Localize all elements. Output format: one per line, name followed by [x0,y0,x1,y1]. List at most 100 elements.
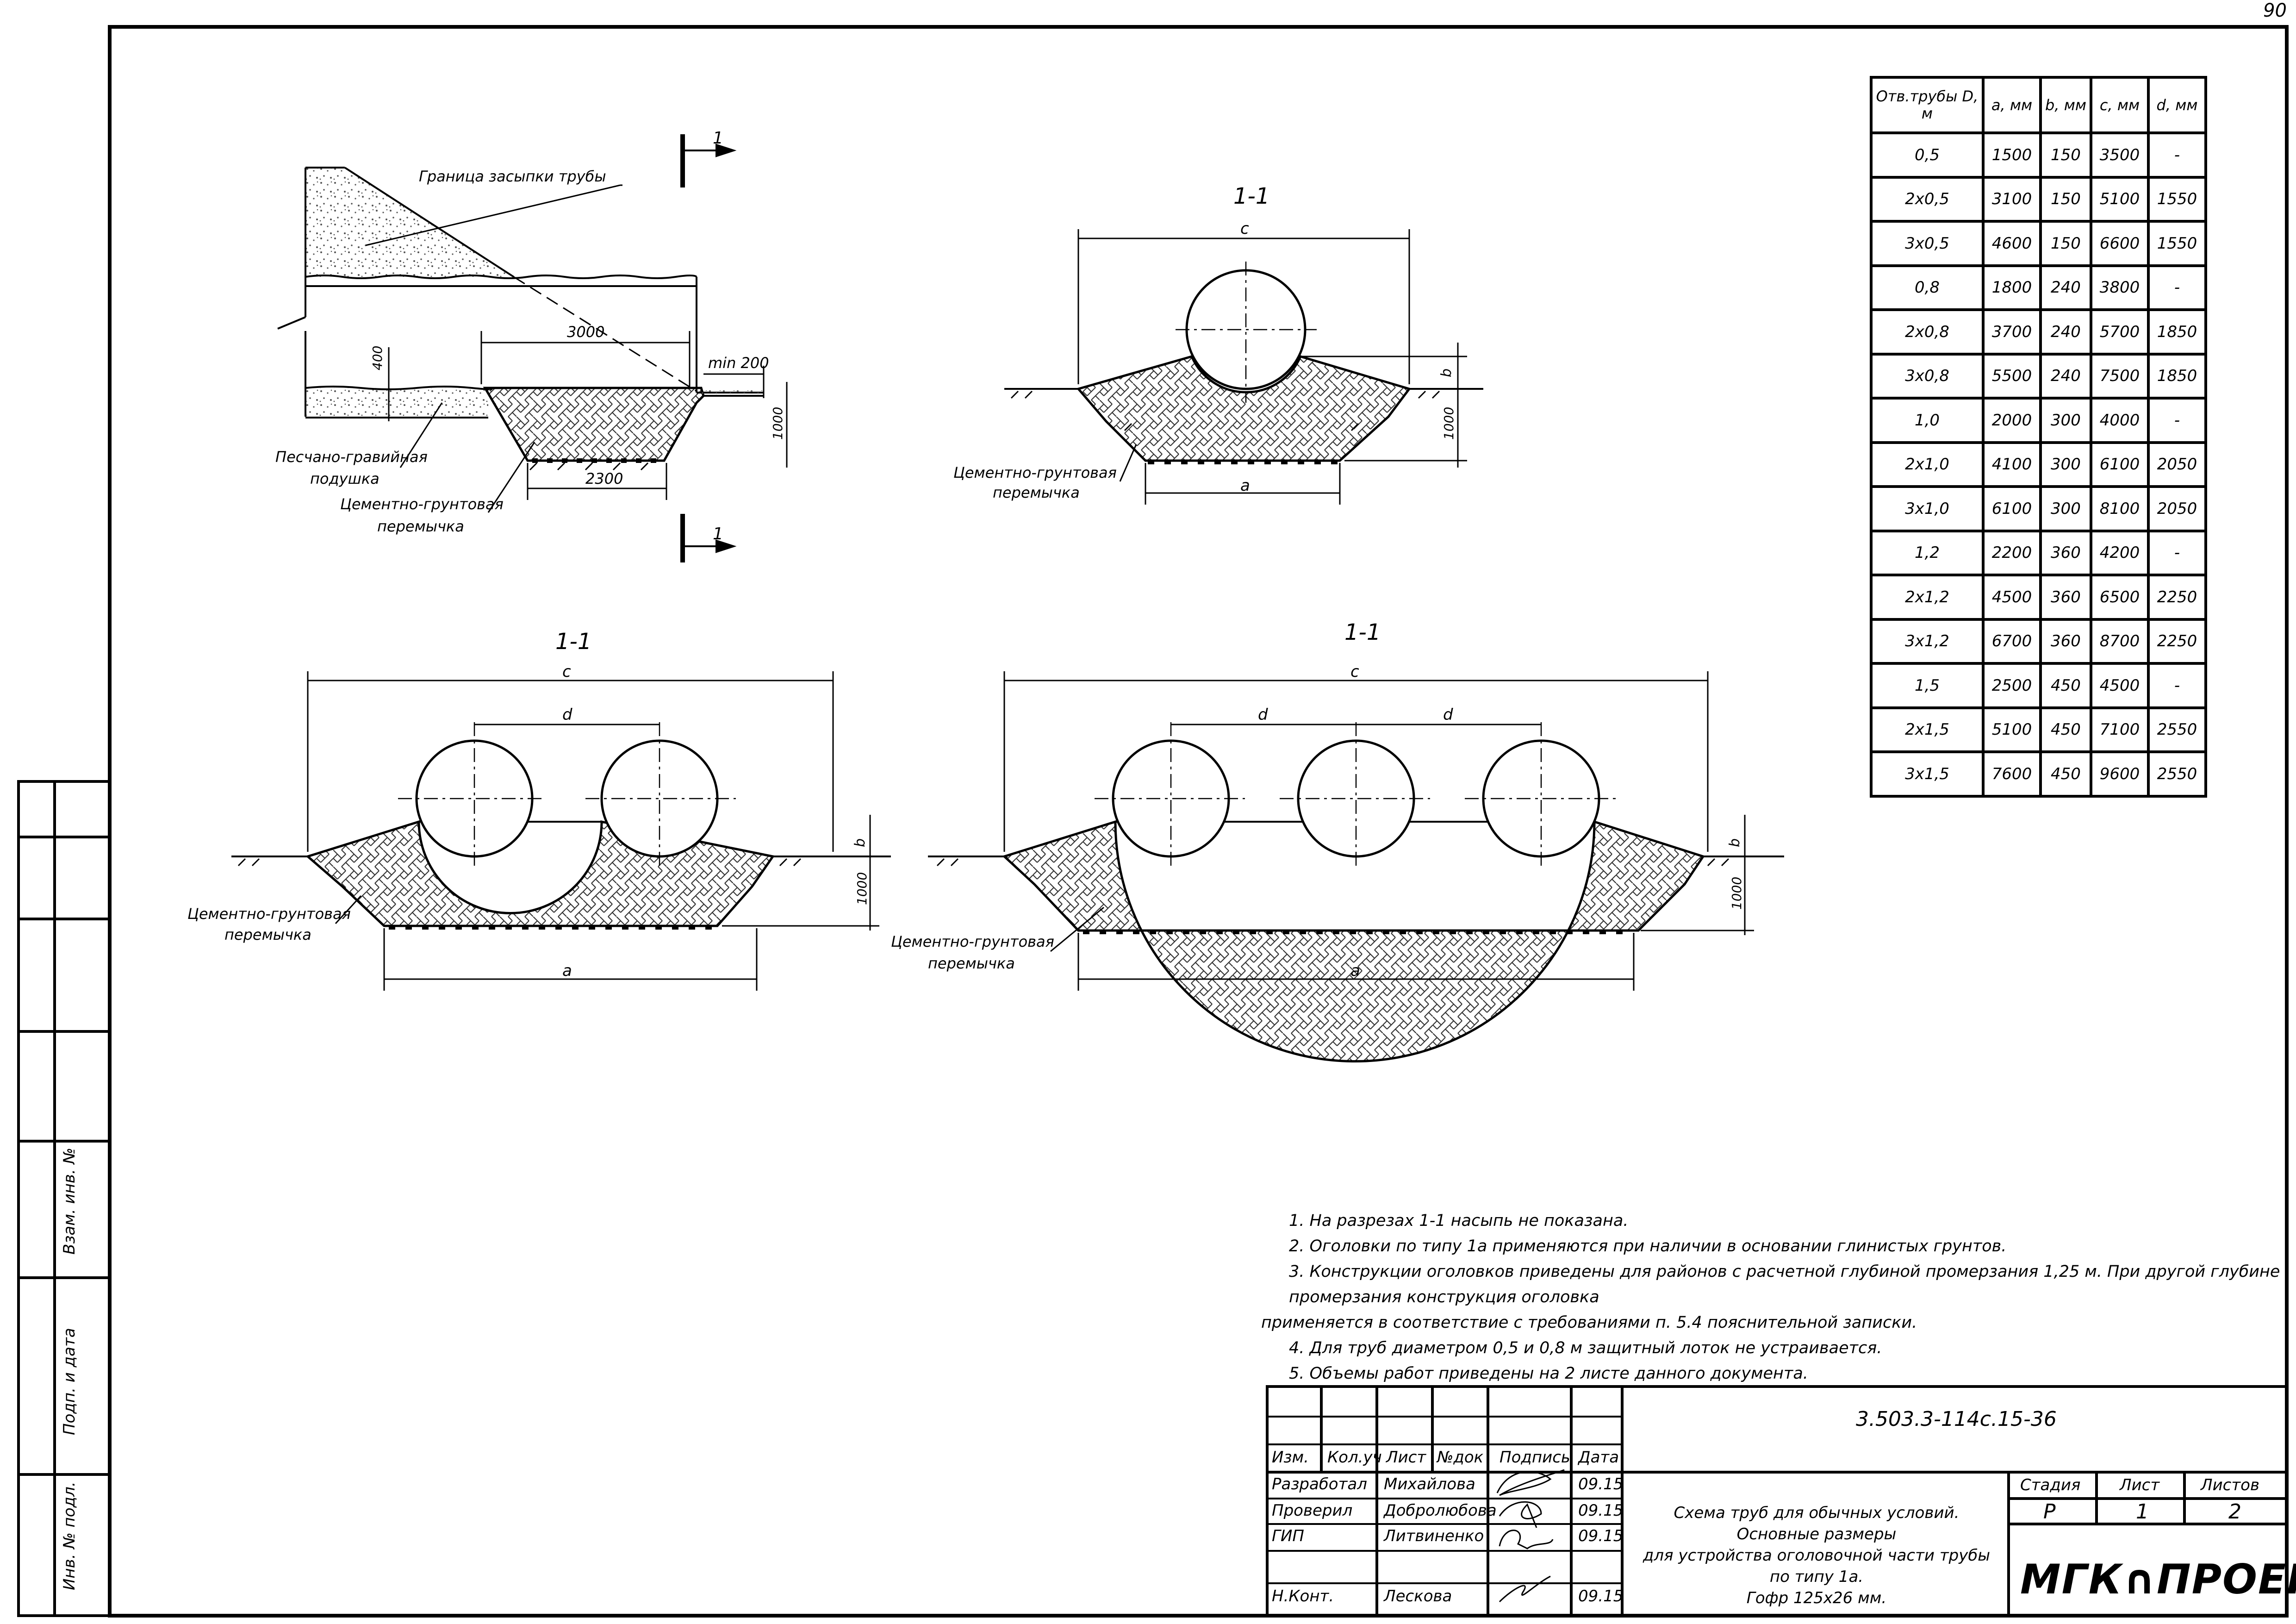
table-cell: 1,5 [1870,662,1985,709]
role-4: Н.Конт. [1272,1587,1334,1605]
table-cell: 6100 [2090,441,2150,488]
table-cell: 450 [2039,750,2092,798]
hdr-ndok: №док [1437,1448,1484,1467]
table-cell: 6600 [2090,220,2150,267]
cem-label-2c: перемычка [224,926,311,943]
section-title-3: 1-1 [1344,619,1381,645]
table-cell: 9600 [2090,750,2150,798]
table-cell: 4200 [2090,529,2150,576]
drawing-description: Схема труб для обычных условий. Основные… [1634,1502,1999,1609]
dim-min200: min 200 [708,354,769,372]
role-2: Проверил [1272,1501,1353,1520]
dim-c-1: c [1240,219,1249,238]
table-cell: 300 [2039,485,2092,532]
table-cell: 2500 [1982,662,2042,709]
table-cell: 4600 [1982,220,2042,267]
table-cell: 2250 [2147,574,2207,621]
table-cell: 150 [2039,131,2092,179]
sand-label-1: Песчано-гравийная [275,448,428,466]
table-cell: 1850 [2147,352,2207,400]
dim-1000-b: 1000 [1441,407,1456,440]
table-cell: 4100 [1982,441,2042,488]
company-logo: МГК∩ПРОЕКТ [2020,1555,2296,1603]
dim-2300: 2300 [585,470,623,487]
dimensions-table: Отв.трубы D, м a, мм b, мм c, мм d, мм 0… [1870,76,2207,798]
table-cell: 150 [2039,175,2092,223]
cem-label-2b: перемычка [993,484,1080,501]
dim-c-2: c [562,662,571,681]
document-code: 3.503.3-114с.15-36 [1856,1407,2057,1431]
dim-b-1: b [1438,369,1455,377]
table-cell: 3100 [1982,175,2042,223]
table-cell: 3х1,5 [1870,750,1985,798]
sheets-label: Листов [2201,1476,2260,1494]
table-cell: - [2147,264,2207,311]
note-2: 2. Оголовки по типу 1а применяются при н… [1289,1237,2007,1255]
table-cell: 360 [2039,618,2092,665]
section-single [1004,229,1483,505]
dim-400: 400 [370,346,385,370]
hdr-sign: Подпись [1500,1448,1570,1467]
table-cell: 8700 [2090,618,2150,665]
cem-label-1d: Цементно-грунтовая [891,933,1054,950]
table-cell: 6100 [1982,485,2042,532]
dim-a-1: a [1240,476,1250,495]
dim-b-3: b [1727,838,1743,847]
table-cell: 300 [2039,441,2092,488]
table-cell: 240 [2039,352,2092,400]
section-triple [928,671,1784,1062]
table-cell: 2х1,2 [1870,574,1985,621]
col-header: Отв.трубы D, м [1870,76,1985,134]
date-3: 09.15 [1578,1527,1624,1545]
table-cell: 7500 [2090,352,2150,400]
dim-d-3b: d [1443,706,1453,724]
dim-3000: 3000 [567,323,604,341]
name-4: Лескова [1384,1587,1452,1605]
table-cell: 4500 [2090,662,2150,709]
table-cell: - [2147,529,2207,576]
notes: 1. На разрезах 1-1 насыпь не показана. 2… [1261,1208,2289,1387]
sheet-frame [17,25,2289,1618]
desc-line-2: для устройства оголовочной части трубы п… [1643,1546,1991,1586]
page-number: 90 [2263,0,2287,21]
table-cell: 2250 [2147,618,2207,665]
table-cell: 2х1,5 [1870,706,1985,753]
dim-1000-c: 1000 [854,872,870,905]
dim-d-2: d [562,706,572,724]
section-mark-bottom: 1 [713,525,723,543]
table-cell: 1,0 [1870,397,1985,444]
date-4: 09.15 [1578,1587,1624,1605]
table-cell: 300 [2039,397,2092,444]
sand-label-2: подушка [310,470,380,487]
stamp-inv-orig: Инв. № подл. [60,1481,79,1590]
cem-label-2a: перемычка [377,518,464,535]
table-cell: 5100 [1982,706,2042,753]
table-cell: 1550 [2147,175,2207,223]
table-cell: 240 [2039,264,2092,311]
note-5: 5. Объемы работ приведены на 2 листе дан… [1289,1364,1808,1383]
section-title-1: 1-1 [1233,183,1269,209]
table-header-row: Отв.трубы D, м a, мм b, мм c, мм d, мм [1870,76,2207,134]
name-2: Добролюбова [1384,1501,1497,1520]
table-cell: 2200 [1982,529,2042,576]
table-cell: 7100 [2090,706,2150,753]
date-2: 09.15 [1578,1501,1624,1520]
table-cell: 7600 [1982,750,2042,798]
cem-label-1c: Цементно-грунтовая [187,905,351,923]
table-cell: 2х0,5 [1870,175,1985,223]
table-cell: 1800 [1982,264,2042,311]
table-cell: 1,2 [1870,529,1985,576]
table-cell: 150 [2039,220,2092,267]
table-cell: 2000 [1982,397,2042,444]
hdr-date: Дата [1578,1448,1619,1467]
table-cell: 240 [2039,308,2092,356]
dim-d-3a: d [1258,706,1268,724]
table-cell: 2550 [2147,706,2207,753]
sheets-value: 2 [2228,1500,2241,1524]
table-cell: 450 [2039,662,2092,709]
